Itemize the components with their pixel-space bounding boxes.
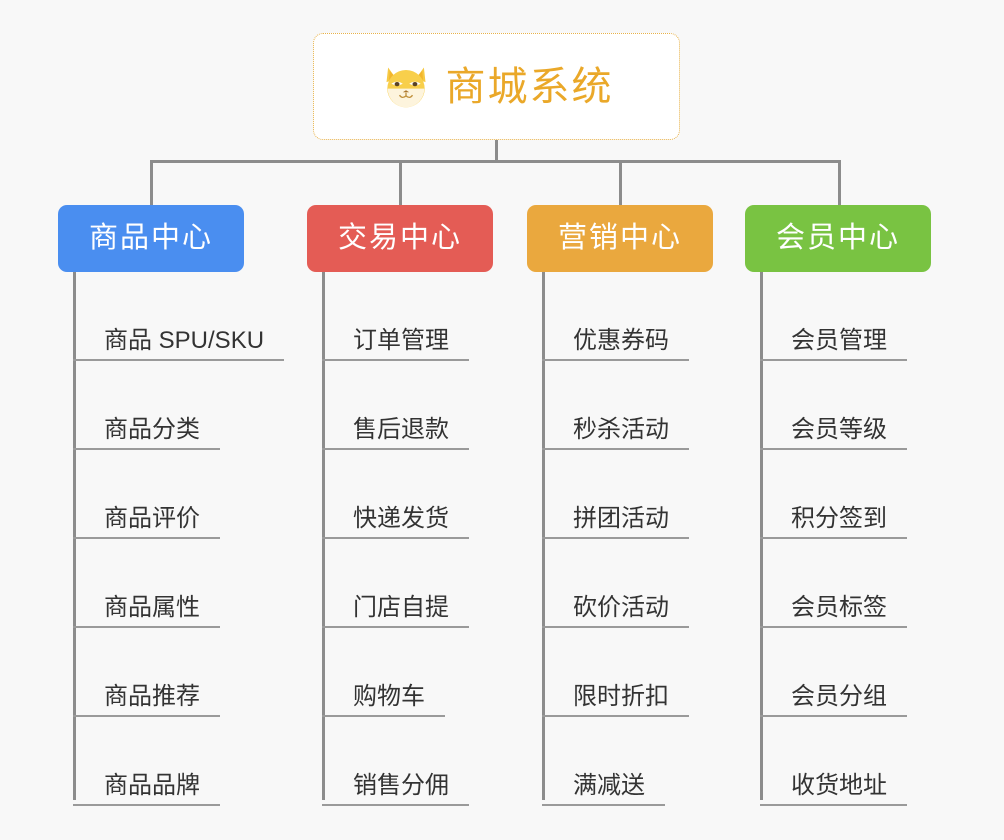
leaf-label: 满减送	[573, 772, 645, 800]
leaf-label: 门店自提	[353, 594, 449, 622]
leaf-list-3: 会员管理 会员等级 积分签到 会员标签 会员分组 收货地址	[760, 272, 1004, 806]
leaf-label: 会员分组	[791, 683, 887, 711]
leaf-label: 会员等级	[791, 416, 887, 444]
list-item[interactable]: 积分签到	[760, 450, 1004, 539]
list-item[interactable]: 商品属性	[73, 539, 373, 628]
branch-drop-line-2	[399, 160, 402, 206]
leaf-label: 商品推荐	[104, 683, 200, 711]
leaf-label: 快递发货	[353, 505, 449, 533]
list-item[interactable]: 商品推荐	[73, 628, 373, 717]
list-item[interactable]: 会员分组	[760, 628, 1004, 717]
list-item[interactable]: 满减送	[542, 717, 842, 806]
branch-drop-line-4	[838, 160, 841, 206]
root-title: 商城系统	[445, 64, 614, 109]
list-item[interactable]: 商品评价	[73, 450, 373, 539]
branch-spine-1	[322, 272, 325, 800]
leaf-label: 销售分佣	[353, 772, 449, 800]
list-item[interactable]: 快递发货	[322, 450, 622, 539]
list-item[interactable]: 优惠券码	[542, 272, 842, 361]
leaf-label: 售后退款	[353, 416, 449, 444]
branch-drop-line-1	[150, 160, 153, 206]
branch-spine-3	[760, 272, 763, 800]
list-item[interactable]: 限时折扣	[542, 628, 842, 717]
leaf-label: 商品属性	[104, 594, 200, 622]
leaf-label: 会员标签	[791, 594, 887, 622]
list-item[interactable]: 商品分类	[73, 361, 373, 450]
leaf-label: 限时折扣	[573, 683, 669, 711]
leaf-label: 砍价活动	[573, 594, 669, 622]
branch-label-1: 交易中心	[337, 222, 462, 254]
root-node[interactable]: 商城系统	[313, 33, 680, 140]
list-item[interactable]: 会员标签	[760, 539, 1004, 628]
leaf-label: 购物车	[353, 683, 425, 711]
leaf-label: 商品品牌	[104, 772, 200, 800]
branch-header-1[interactable]: 交易中心	[307, 205, 493, 272]
branch-label-2: 营销中心	[557, 222, 682, 254]
root-trunk-line	[495, 140, 498, 163]
leaf-label: 收货地址	[791, 772, 887, 800]
list-item[interactable]: 收货地址	[760, 717, 1004, 806]
list-item[interactable]: 购物车	[322, 628, 622, 717]
leaf-label: 商品 SPU/SKU	[104, 327, 265, 355]
list-item[interactable]: 商品 SPU/SKU	[73, 272, 373, 361]
leaf-label: 优惠券码	[573, 327, 669, 355]
list-item[interactable]: 会员管理	[760, 272, 1004, 361]
leaf-label: 秒杀活动	[573, 416, 669, 444]
list-item[interactable]: 订单管理	[322, 272, 622, 361]
branch-label-0: 商品中心	[88, 222, 213, 254]
list-item[interactable]: 商品品牌	[73, 717, 373, 806]
leaf-list-1: 订单管理 售后退款 快递发货 门店自提 购物车 销售分佣	[322, 272, 622, 806]
leaf-label: 商品评价	[104, 505, 200, 533]
leaf-list-0: 商品 SPU/SKU 商品分类 商品评价 商品属性 商品推荐 商品品牌	[73, 272, 373, 806]
branch-spine-2	[542, 272, 545, 800]
branch-header-3[interactable]: 会员中心	[745, 205, 931, 272]
leaf-label: 拼团活动	[573, 505, 669, 533]
list-item[interactable]: 门店自提	[322, 539, 622, 628]
list-item[interactable]: 拼团活动	[542, 450, 842, 539]
leaf-list-2: 优惠券码 秒杀活动 拼团活动 砍价活动 限时折扣 满减送	[542, 272, 842, 806]
leaf-label: 订单管理	[353, 327, 449, 355]
list-item[interactable]: 秒杀活动	[542, 361, 842, 450]
branch-drop-line-3	[619, 160, 622, 206]
list-item[interactable]: 售后退款	[322, 361, 622, 450]
list-item[interactable]: 砍价活动	[542, 539, 842, 628]
leaf-label: 商品分类	[104, 416, 200, 444]
list-item[interactable]: 销售分佣	[322, 717, 622, 806]
branch-header-2[interactable]: 营销中心	[527, 205, 713, 272]
branch-bus-line	[150, 160, 841, 163]
shiba-dog-icon	[386, 67, 425, 107]
branch-label-3: 会员中心	[775, 222, 900, 254]
leaf-label: 会员管理	[791, 327, 887, 355]
branch-header-0[interactable]: 商品中心	[58, 205, 244, 272]
branch-spine-0	[73, 272, 76, 800]
leaf-label: 积分签到	[791, 505, 887, 533]
list-item[interactable]: 会员等级	[760, 361, 1004, 450]
